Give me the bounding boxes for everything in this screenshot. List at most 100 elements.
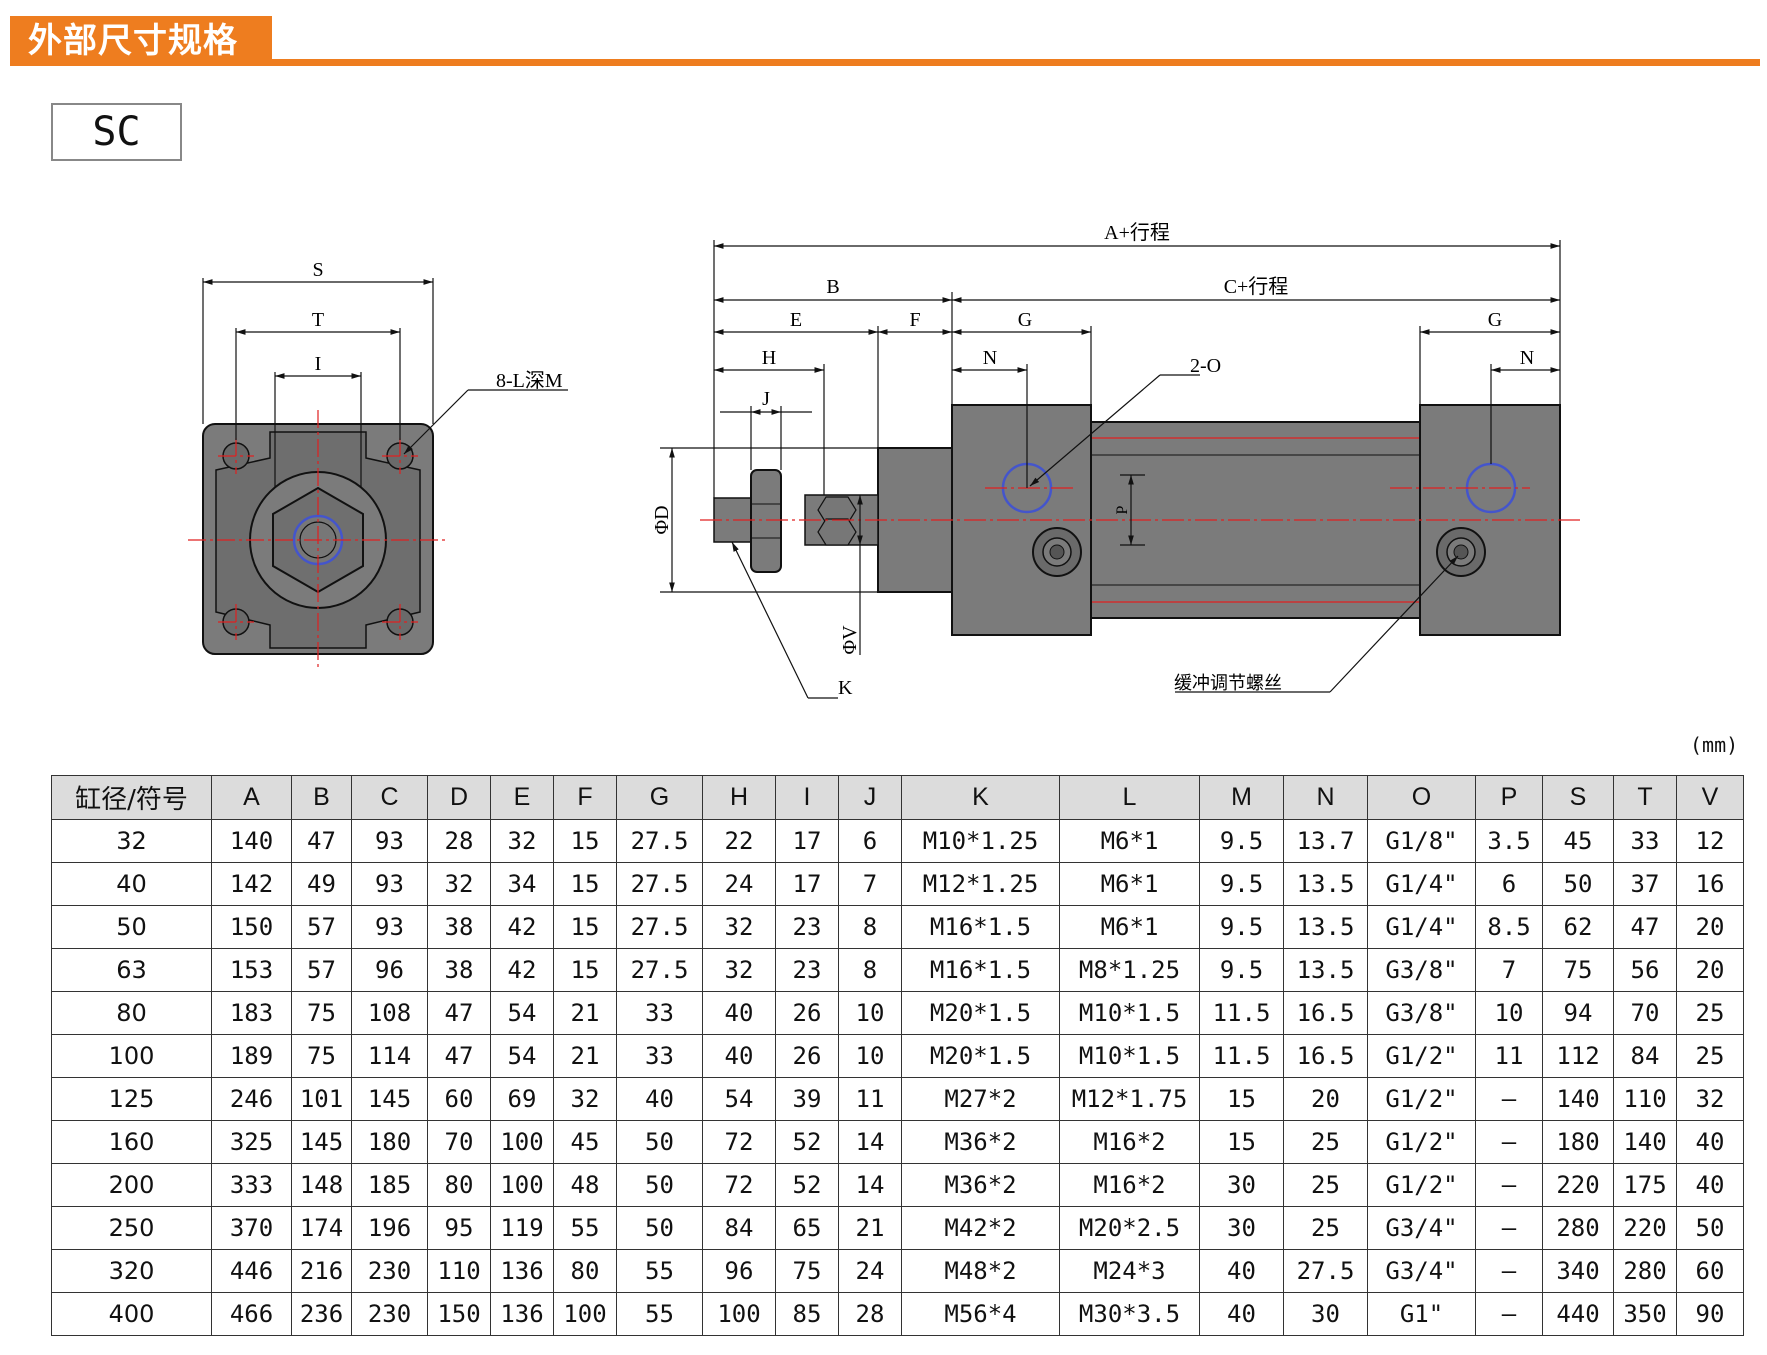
cell-e: 136 — [490, 1292, 554, 1336]
cell-n: 13.5 — [1283, 862, 1368, 906]
label-n-front: N — [983, 347, 997, 369]
label-b: B — [826, 276, 839, 298]
cell-o: G1/2" — [1367, 1034, 1476, 1078]
cell-d: 110 — [427, 1249, 491, 1293]
model-code: SC — [51, 103, 182, 161]
cell-g: 27.5 — [616, 819, 703, 863]
cell-a: 325 — [211, 1120, 292, 1164]
cell-d: 38 — [427, 905, 491, 949]
label-s: S — [312, 259, 323, 281]
cell-s: 340 — [1542, 1249, 1614, 1293]
label-g-front: G — [1018, 309, 1032, 331]
cell-k: M48*2 — [901, 1249, 1060, 1293]
cell-h: 72 — [702, 1163, 776, 1207]
cell-f: 45 — [553, 1120, 617, 1164]
label-cushion: 缓冲调节螺丝 — [1174, 673, 1282, 694]
cell-s: 50 — [1542, 862, 1614, 906]
cell-m: 30 — [1199, 1206, 1284, 1250]
cell-i: 17 — [775, 819, 839, 863]
cell-k: M36*2 — [901, 1163, 1060, 1207]
label-t: T — [312, 309, 324, 331]
label-e: E — [790, 309, 802, 331]
cell-bore: 250 — [51, 1206, 212, 1250]
cell-h: 72 — [702, 1120, 776, 1164]
cell-b: 75 — [291, 1034, 352, 1078]
cell-a: 140 — [211, 819, 292, 863]
cell-a: 246 — [211, 1077, 292, 1121]
cell-s: 45 — [1542, 819, 1614, 863]
header-d: D — [427, 775, 491, 820]
cell-b: 49 — [291, 862, 352, 906]
header-k: K — [901, 775, 1060, 820]
cell-a: 466 — [211, 1292, 292, 1336]
label-i: I — [315, 353, 322, 375]
cell-l: M16*2 — [1059, 1163, 1200, 1207]
cell-s: 94 — [1542, 991, 1614, 1035]
cell-g: 40 — [616, 1077, 703, 1121]
cell-v: 25 — [1676, 991, 1744, 1035]
cell-c: 196 — [351, 1206, 428, 1250]
cell-t: 350 — [1613, 1292, 1677, 1336]
cell-p: 7 — [1475, 948, 1543, 992]
cushion-screw-rear — [1436, 527, 1486, 577]
cell-bore: 80 — [51, 991, 212, 1035]
cell-a: 333 — [211, 1163, 292, 1207]
cell-g: 50 — [616, 1120, 703, 1164]
cell-g: 33 — [616, 991, 703, 1035]
cell-k: M56*4 — [901, 1292, 1060, 1336]
cell-d: 95 — [427, 1206, 491, 1250]
header-a: A — [211, 775, 292, 820]
cell-j: 14 — [838, 1120, 902, 1164]
cell-s: 440 — [1542, 1292, 1614, 1336]
cell-t: 140 — [1613, 1120, 1677, 1164]
cell-h: 24 — [702, 862, 776, 906]
cell-m: 40 — [1199, 1292, 1284, 1336]
cell-f: 100 — [553, 1292, 617, 1336]
header-h: H — [702, 775, 776, 820]
label-g-rear: G — [1488, 309, 1502, 331]
cell-d: 47 — [427, 991, 491, 1035]
cell-p: 3.5 — [1475, 819, 1543, 863]
cell-t: 56 — [1613, 948, 1677, 992]
cell-a: 153 — [211, 948, 292, 992]
cell-bore: 40 — [51, 862, 212, 906]
cell-v: 60 — [1676, 1249, 1744, 1293]
cell-p: – — [1475, 1120, 1543, 1164]
cell-h: 22 — [702, 819, 776, 863]
header-p: P — [1475, 775, 1543, 820]
cell-b: 145 — [291, 1120, 352, 1164]
header-m: M — [1199, 775, 1284, 820]
cell-j: 8 — [838, 948, 902, 992]
cell-k: M20*1.5 — [901, 1034, 1060, 1078]
cell-n: 20 — [1283, 1077, 1368, 1121]
header-o: O — [1367, 775, 1476, 820]
label-bolt: 8-L深M — [496, 369, 563, 392]
cell-i: 17 — [775, 862, 839, 906]
cell-m: 11.5 — [1199, 1034, 1284, 1078]
cell-t: 280 — [1613, 1249, 1677, 1293]
cell-v: 90 — [1676, 1292, 1744, 1336]
cell-a: 446 — [211, 1249, 292, 1293]
cell-d: 80 — [427, 1163, 491, 1207]
cell-i: 85 — [775, 1292, 839, 1336]
cell-f: 15 — [553, 948, 617, 992]
header-e: E — [490, 775, 554, 820]
cell-d: 38 — [427, 948, 491, 992]
cell-l: M16*2 — [1059, 1120, 1200, 1164]
cell-j: 10 — [838, 1034, 902, 1078]
cell-i: 26 — [775, 1034, 839, 1078]
cell-l: M8*1.25 — [1059, 948, 1200, 992]
cell-k: M27*2 — [901, 1077, 1060, 1121]
header-t: T — [1613, 775, 1677, 820]
cell-d: 28 — [427, 819, 491, 863]
cell-v: 40 — [1676, 1120, 1744, 1164]
cell-j: 11 — [838, 1077, 902, 1121]
cell-h: 32 — [702, 905, 776, 949]
cell-l: M30*3.5 — [1059, 1292, 1200, 1336]
